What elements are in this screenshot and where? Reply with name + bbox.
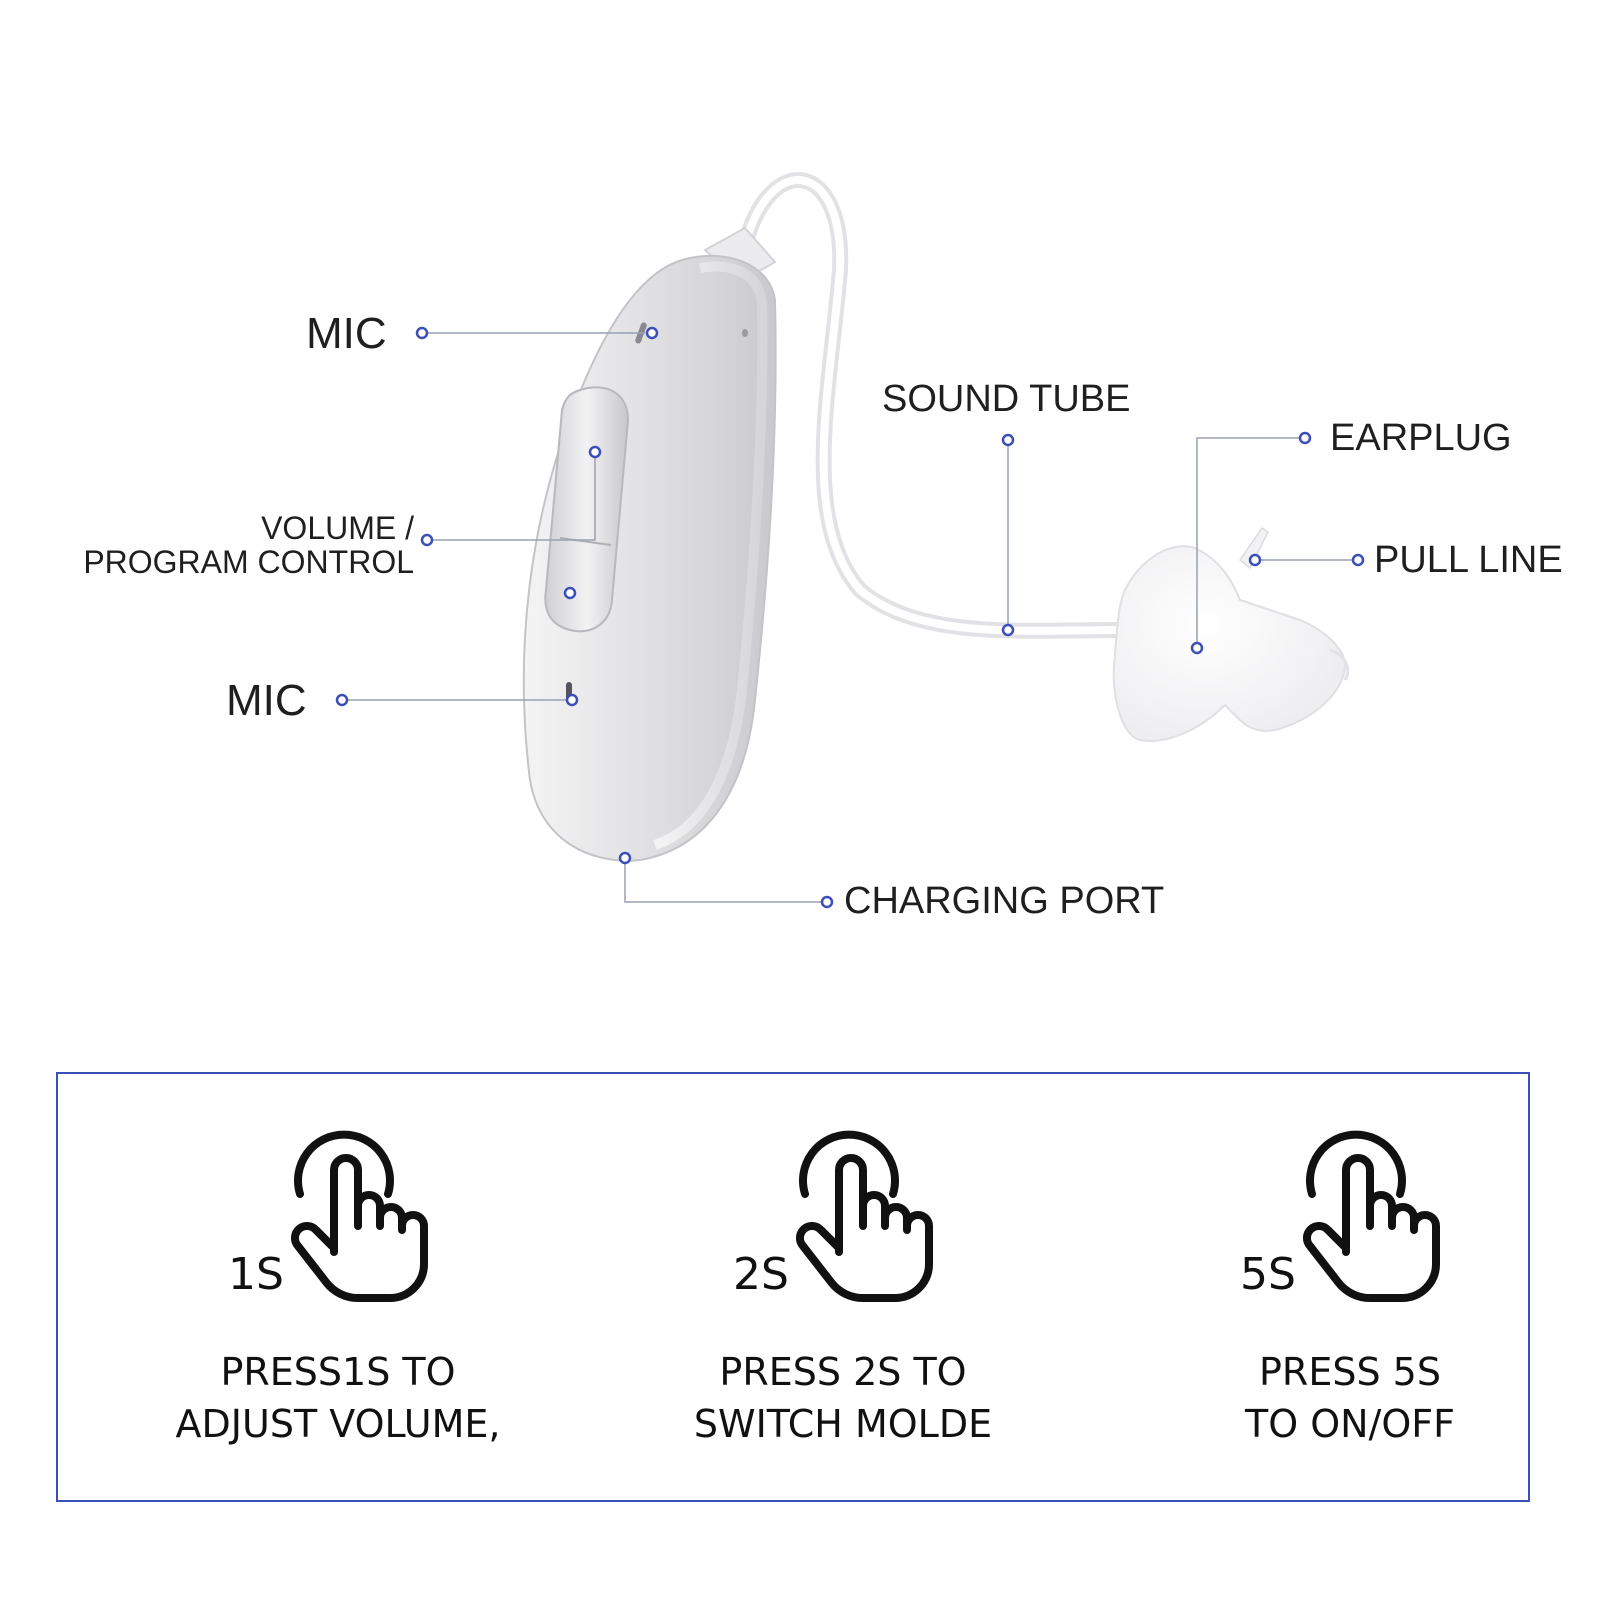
tap-hand-icon	[795, 1130, 933, 1302]
step-duration: 2S	[733, 1249, 789, 1300]
step-duration: 1S	[228, 1249, 284, 1300]
step-description: PRESS 2S TO SWITCH MOLDE	[633, 1346, 1053, 1450]
step-description-line2: ADJUST VOLUME,	[175, 1402, 501, 1446]
earplug	[1112, 526, 1350, 742]
step-description: PRESS 5S TO ON/OFF	[1140, 1346, 1560, 1450]
sound-tube-label: SOUND TUBE	[882, 378, 1131, 420]
hearing-aid-illustration	[335, 172, 1365, 909]
volume-program-control-label: VOLUME / PROGRAM CONTROL	[60, 510, 414, 580]
step-5s: 5S PRESS 5S TO ON/OFF	[1140, 1074, 1560, 1500]
step-description-line2: SWITCH MOLDE	[693, 1402, 993, 1446]
step-description-line1: PRESS 2S TO	[719, 1350, 967, 1394]
mic-bottom-label: MIC	[226, 676, 307, 725]
mic-top-label: MIC	[306, 309, 387, 358]
tap-hand-icon	[290, 1130, 428, 1302]
volume-label-line2: PROGRAM CONTROL	[83, 543, 414, 580]
pull-line-label: PULL LINE	[1374, 539, 1563, 581]
step-description-line1: PRESS1S TO	[220, 1350, 456, 1394]
pull-line-tab	[1238, 526, 1269, 570]
sound-tube	[737, 172, 1133, 639]
step-1s: 1S PRESS1S TO ADJUST VOLUME,	[128, 1074, 548, 1500]
hearing-aid-body	[522, 254, 777, 862]
step-description-line2: TO ON/OFF	[1245, 1402, 1455, 1446]
marker-dots	[335, 326, 1365, 909]
step-2s: 2S PRESS 2S TO SWITCH MOLDE	[633, 1074, 1053, 1500]
step-description-line1: PRESS 5S	[1259, 1350, 1441, 1394]
hearing-aid-diagram: MIC VOLUME / PROGRAM CONTROL MIC SOUND T…	[60, 172, 1563, 922]
button-instructions-panel: 1S PRESS1S TO ADJUST VOLUME, 2S PRESS 2S…	[56, 1072, 1530, 1502]
step-description: PRESS1S TO ADJUST VOLUME,	[128, 1346, 548, 1450]
volume-label-line1: VOLUME /	[261, 510, 414, 546]
charging-port-label: CHARGING PORT	[844, 880, 1165, 922]
earplug-label: EARPLUG	[1330, 417, 1512, 459]
tap-hand-icon	[1302, 1130, 1440, 1302]
leader-lines	[342, 332, 1358, 903]
step-duration: 5S	[1240, 1249, 1296, 1300]
